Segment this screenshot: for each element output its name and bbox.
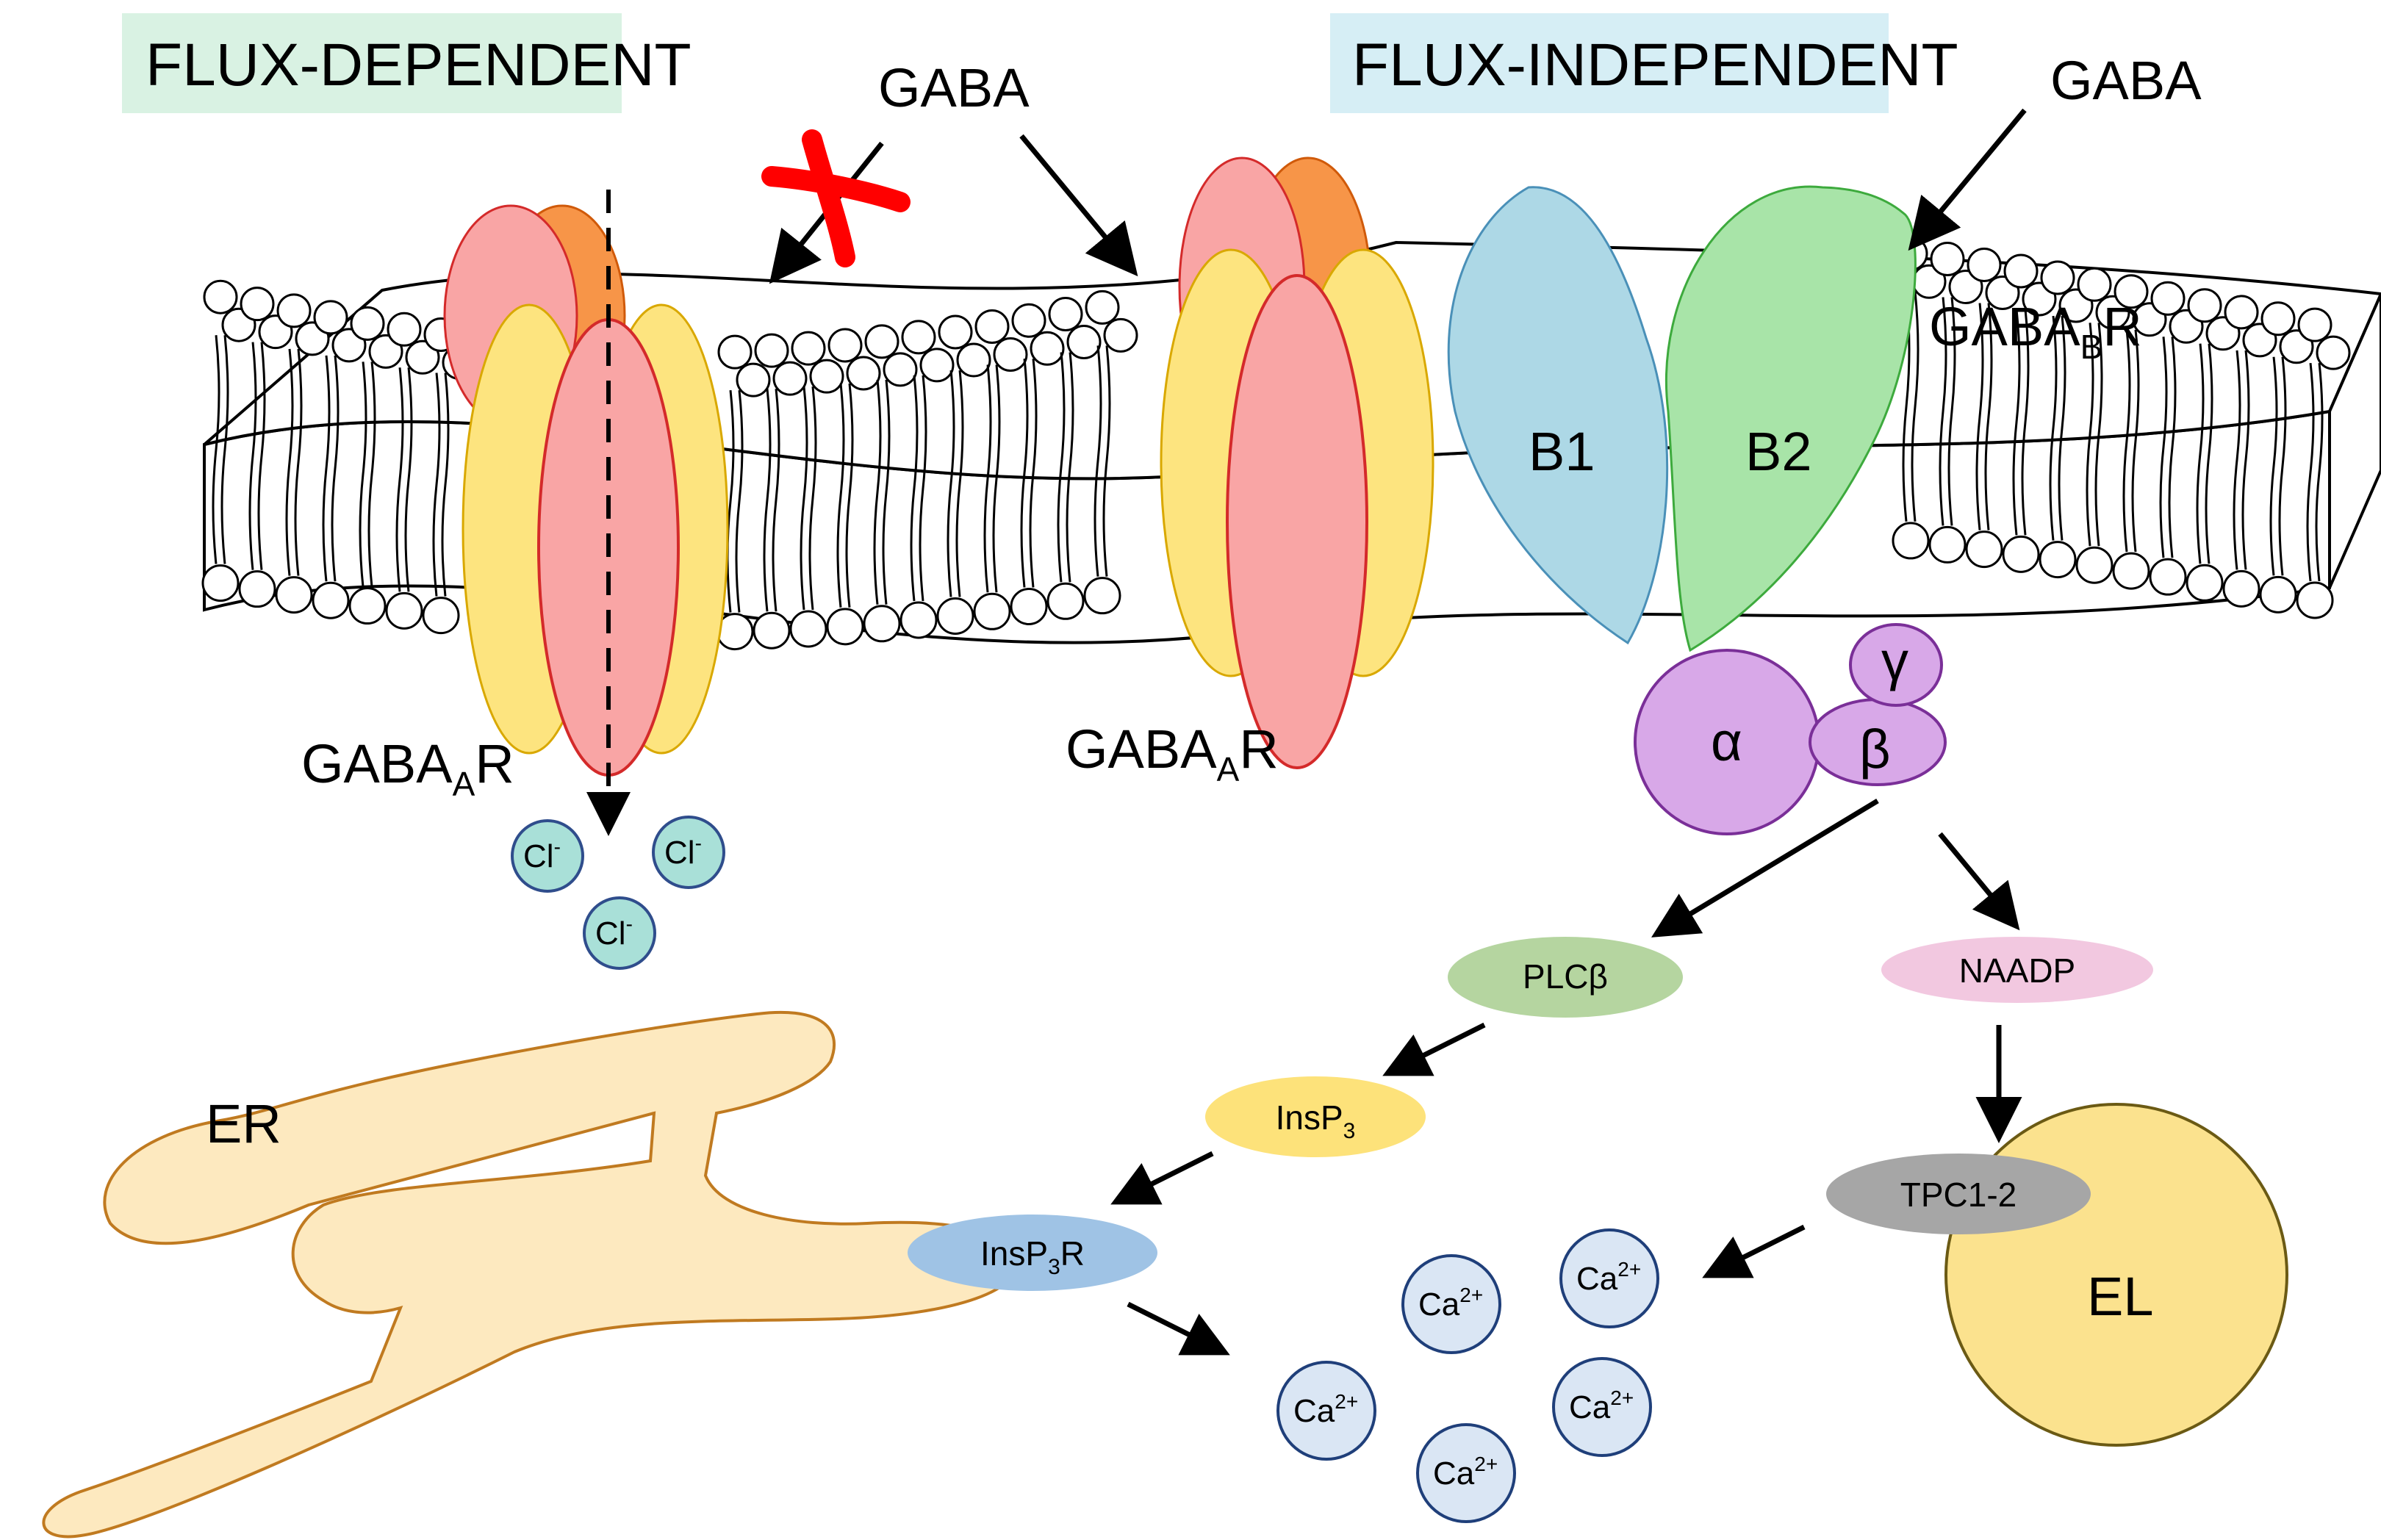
chloride-ion: Cl- [652,816,725,889]
gabaa-label-left: GABAAR [301,733,514,803]
gabab-b1-label: B1 [1529,421,1595,482]
tpc-label: TPC1-2 [1900,1176,2017,1214]
svg-text:Ca2+: Ca2+ [1418,1284,1483,1323]
block-cross-icon [761,129,911,267]
naadp-node [1881,937,2153,1003]
calcium-ion: Ca2+ [1276,1361,1376,1461]
gabab-subunit-b1 [1447,186,1669,645]
svg-text:Cl-: Cl- [664,832,702,871]
chloride-ion: Cl- [511,819,584,893]
svg-text:Ca2+: Ca2+ [1569,1386,1634,1425]
svg-text:Cl-: Cl- [523,835,561,874]
insp3-label: InsP3 [1276,1098,1356,1143]
gabaa-label-middle: GABAAR [1066,719,1279,788]
arrow-tpc-to-calcium [1702,1224,1806,1278]
insp3-node [1205,1076,1426,1157]
gaba-ligand-left: GABA [878,57,1030,118]
flux-dependent-box [122,13,622,113]
svg-text:Ca2+: Ca2+ [1576,1258,1641,1297]
gaba-ligand-right: GABA [2050,50,2202,111]
flux-independent-label: FLUX-INDEPENDENT [1352,32,1958,98]
calcium-ion: Ca2+ [1559,1228,1659,1328]
plcb-node [1448,937,1683,1018]
gabab-b2-label: B2 [1745,421,1812,482]
arrow-insp3r-to-calcium [1127,1301,1230,1356]
chloride-ion: Cl- [583,896,656,970]
arrow-plcb-to-insp3 [1382,1022,1486,1076]
svg-text:Ca2+: Ca2+ [1293,1390,1358,1429]
gaba-binding-arrow-middle [1019,134,1138,277]
insp3r-label: InsP3R [980,1234,1085,1279]
insp3r-node [908,1215,1157,1291]
flux-dependent-label: FLUX-DEPENDENT [146,32,692,98]
flux-independent-box [1330,13,1889,113]
gabab-label: GABABR [1929,296,2142,366]
arrow-gprotein-to-plcb [1651,799,1879,938]
g-protein-alpha-label: α [1711,711,1742,772]
g-protein-gamma [1849,623,1943,707]
tpc-node [1826,1154,2091,1234]
svg-text:Cl-: Cl- [595,913,633,951]
gabaa-receptor-middle [1160,156,1434,769]
naadp-label: NAADP [1959,951,2075,990]
arrow-insp3-to-insp3r [1110,1151,1214,1205]
el-label: EL [2087,1266,2154,1327]
calcium-ion: Ca2+ [1401,1254,1501,1354]
calcium-ion: Ca2+ [1552,1357,1652,1457]
calcium-ion: Ca2+ [1416,1423,1516,1523]
g-protein-gamma-label: γ [1881,630,1908,691]
gabaa-receptor-left [443,204,729,777]
g-protein: α β γ [1634,623,1947,835]
endoplasmic-reticulum: ER [42,1010,1018,1539]
plcb-label: PLCβ [1523,957,1608,996]
er-label: ER [206,1093,281,1154]
arrow-gprotein-to-naadp [1938,832,2020,931]
gaba-binding-arrow-gabab [1908,108,2027,251]
g-protein-beta-label: β [1859,719,1891,780]
svg-text:Ca2+: Ca2+ [1433,1453,1498,1492]
